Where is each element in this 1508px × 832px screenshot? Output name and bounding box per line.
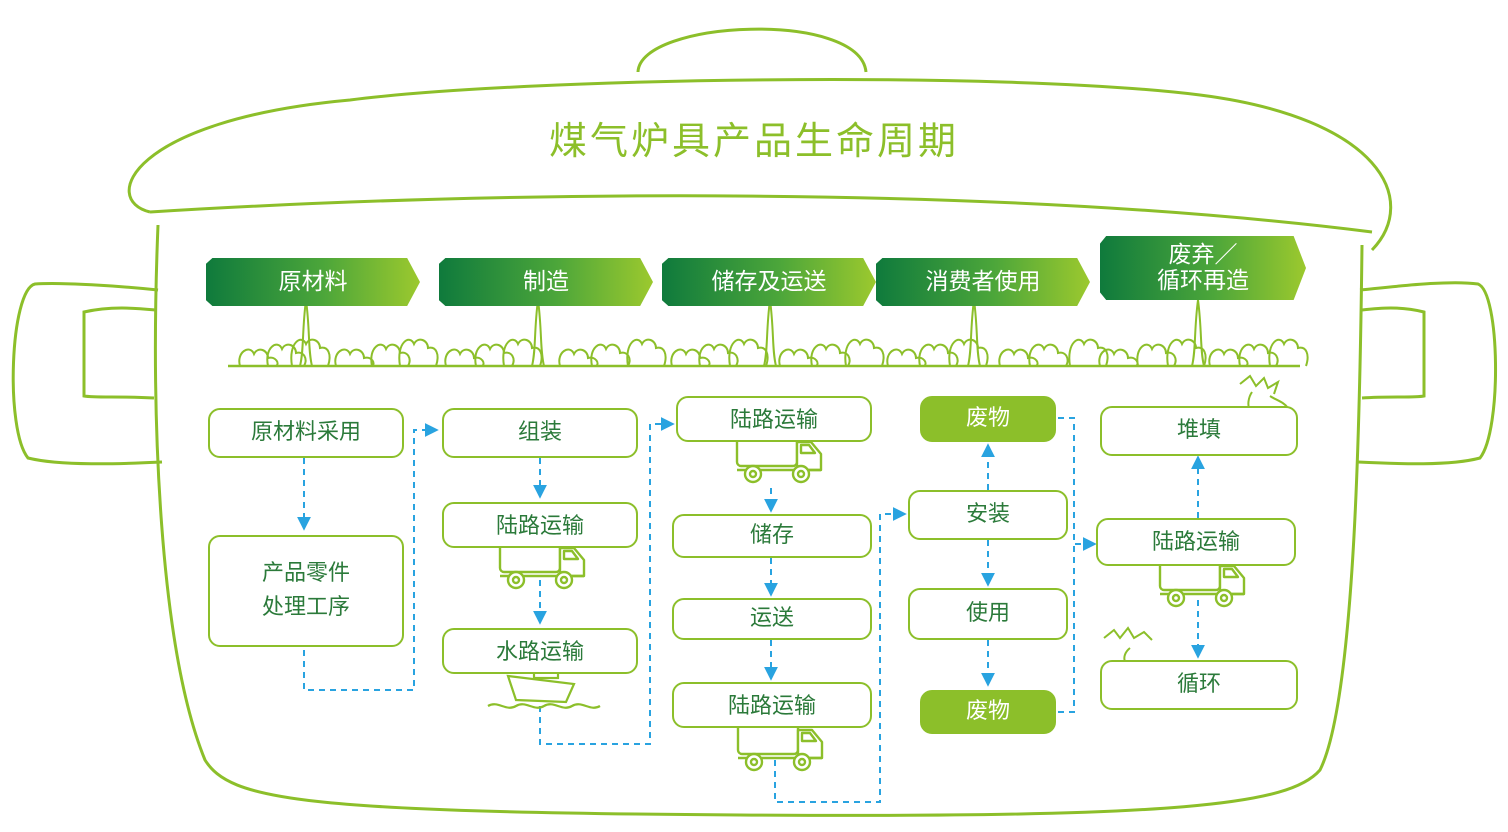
shrub	[698, 343, 739, 367]
shrub	[238, 348, 279, 367]
phase-label: 制造	[523, 269, 569, 295]
node-raw-material-procurement: 原材料采用	[208, 408, 404, 458]
phase-label: 消费者使用	[925, 269, 1041, 295]
shrub	[1166, 338, 1207, 367]
node-label: 循环	[1176, 672, 1221, 697]
phase-label: 储存及运送	[711, 269, 827, 295]
shrub	[778, 348, 819, 367]
node-waste: 废物	[920, 690, 1056, 734]
pot-body	[153, 224, 1364, 817]
flow-arrows	[297, 417, 1205, 803]
shrub	[1208, 348, 1249, 367]
shrub	[398, 338, 439, 367]
node-label: 使用	[965, 601, 1010, 626]
node-assembly: 组装	[442, 408, 638, 458]
shrub	[918, 343, 959, 367]
shrub	[1238, 343, 1279, 367]
node-label: 陆路运输	[727, 694, 816, 719]
node-land-transport: 陆路运输	[672, 682, 872, 728]
shrub-row	[228, 299, 1309, 368]
node-label: 储存	[749, 523, 794, 548]
node-label: 原材料采用	[250, 420, 361, 445]
shrub	[290, 338, 331, 367]
node-label: 废物	[965, 406, 1010, 431]
node-water-transport: 水路运输	[442, 628, 638, 674]
shrub	[370, 343, 411, 367]
shrub	[844, 338, 885, 367]
node-landfill: 堆填	[1100, 406, 1298, 456]
node-label: 组装	[517, 420, 562, 445]
phase-label: 废弃／ 循环再造	[1157, 242, 1249, 294]
phase-consumer-use: 消费者使用	[876, 258, 1090, 306]
shrub	[886, 348, 927, 367]
shrub	[474, 343, 515, 367]
shrub	[266, 343, 307, 367]
truck-icon	[736, 720, 824, 772]
shrub	[590, 343, 631, 367]
node-recycle: 循环	[1100, 660, 1298, 710]
node-storage: 储存	[672, 514, 872, 558]
node-label: 水路运输	[495, 640, 584, 665]
shrub	[1068, 338, 1109, 367]
node-label: 堆填	[1176, 418, 1221, 443]
tree-trunk	[299, 299, 313, 367]
shrub	[1028, 343, 1069, 367]
node-label: 陆路运输	[495, 514, 584, 539]
node-label: 陆路运输	[729, 408, 818, 433]
shrub	[334, 348, 375, 367]
shrub	[626, 338, 667, 367]
lid	[127, 78, 1393, 252]
tree-trunk	[531, 299, 545, 367]
phase-manufacturing: 制造	[439, 258, 653, 306]
lid-knob	[636, 27, 868, 73]
node-parts-processing: 产品零件 处理工序	[208, 535, 404, 647]
node-installation: 安装	[908, 490, 1068, 540]
shrub	[558, 348, 599, 367]
shrub	[502, 338, 543, 367]
shrub	[1098, 348, 1139, 367]
phase-storage-delivery: 储存及运送	[662, 258, 876, 306]
phase-disposal-recycle: 废弃／ 循环再造	[1100, 236, 1306, 300]
shrub	[670, 348, 711, 367]
node-label: 运送	[749, 606, 794, 631]
shrub	[444, 348, 485, 367]
node-usage: 使用	[908, 588, 1068, 640]
page-title: 煤气炉具产品生命周期	[548, 119, 959, 163]
right-handle	[1357, 281, 1498, 466]
left-handle	[11, 281, 163, 466]
shrub	[948, 338, 989, 367]
shrub	[1268, 338, 1309, 367]
node-land-transport: 陆路运输	[676, 396, 872, 442]
node-land-transport: 陆路运输	[442, 502, 638, 548]
node-label: 安装	[965, 502, 1010, 527]
phase-label: 原材料	[278, 269, 348, 295]
node-label: 废物	[965, 699, 1010, 724]
node-label: 陆路运输	[1151, 530, 1240, 555]
shrub	[810, 343, 851, 367]
node-delivery: 运送	[672, 598, 872, 640]
tree-trunk	[967, 299, 981, 367]
node-label: 产品零件 处理工序	[261, 561, 350, 620]
tree-trunk	[763, 299, 777, 367]
node-land-transport: 陆路运输	[1096, 518, 1296, 566]
node-waste: 废物	[920, 396, 1056, 442]
shrub	[1136, 343, 1177, 367]
phase-raw-materials: 原材料	[206, 258, 420, 306]
tree-trunk	[1191, 299, 1205, 367]
shrub	[728, 338, 769, 367]
shrub	[998, 348, 1039, 367]
